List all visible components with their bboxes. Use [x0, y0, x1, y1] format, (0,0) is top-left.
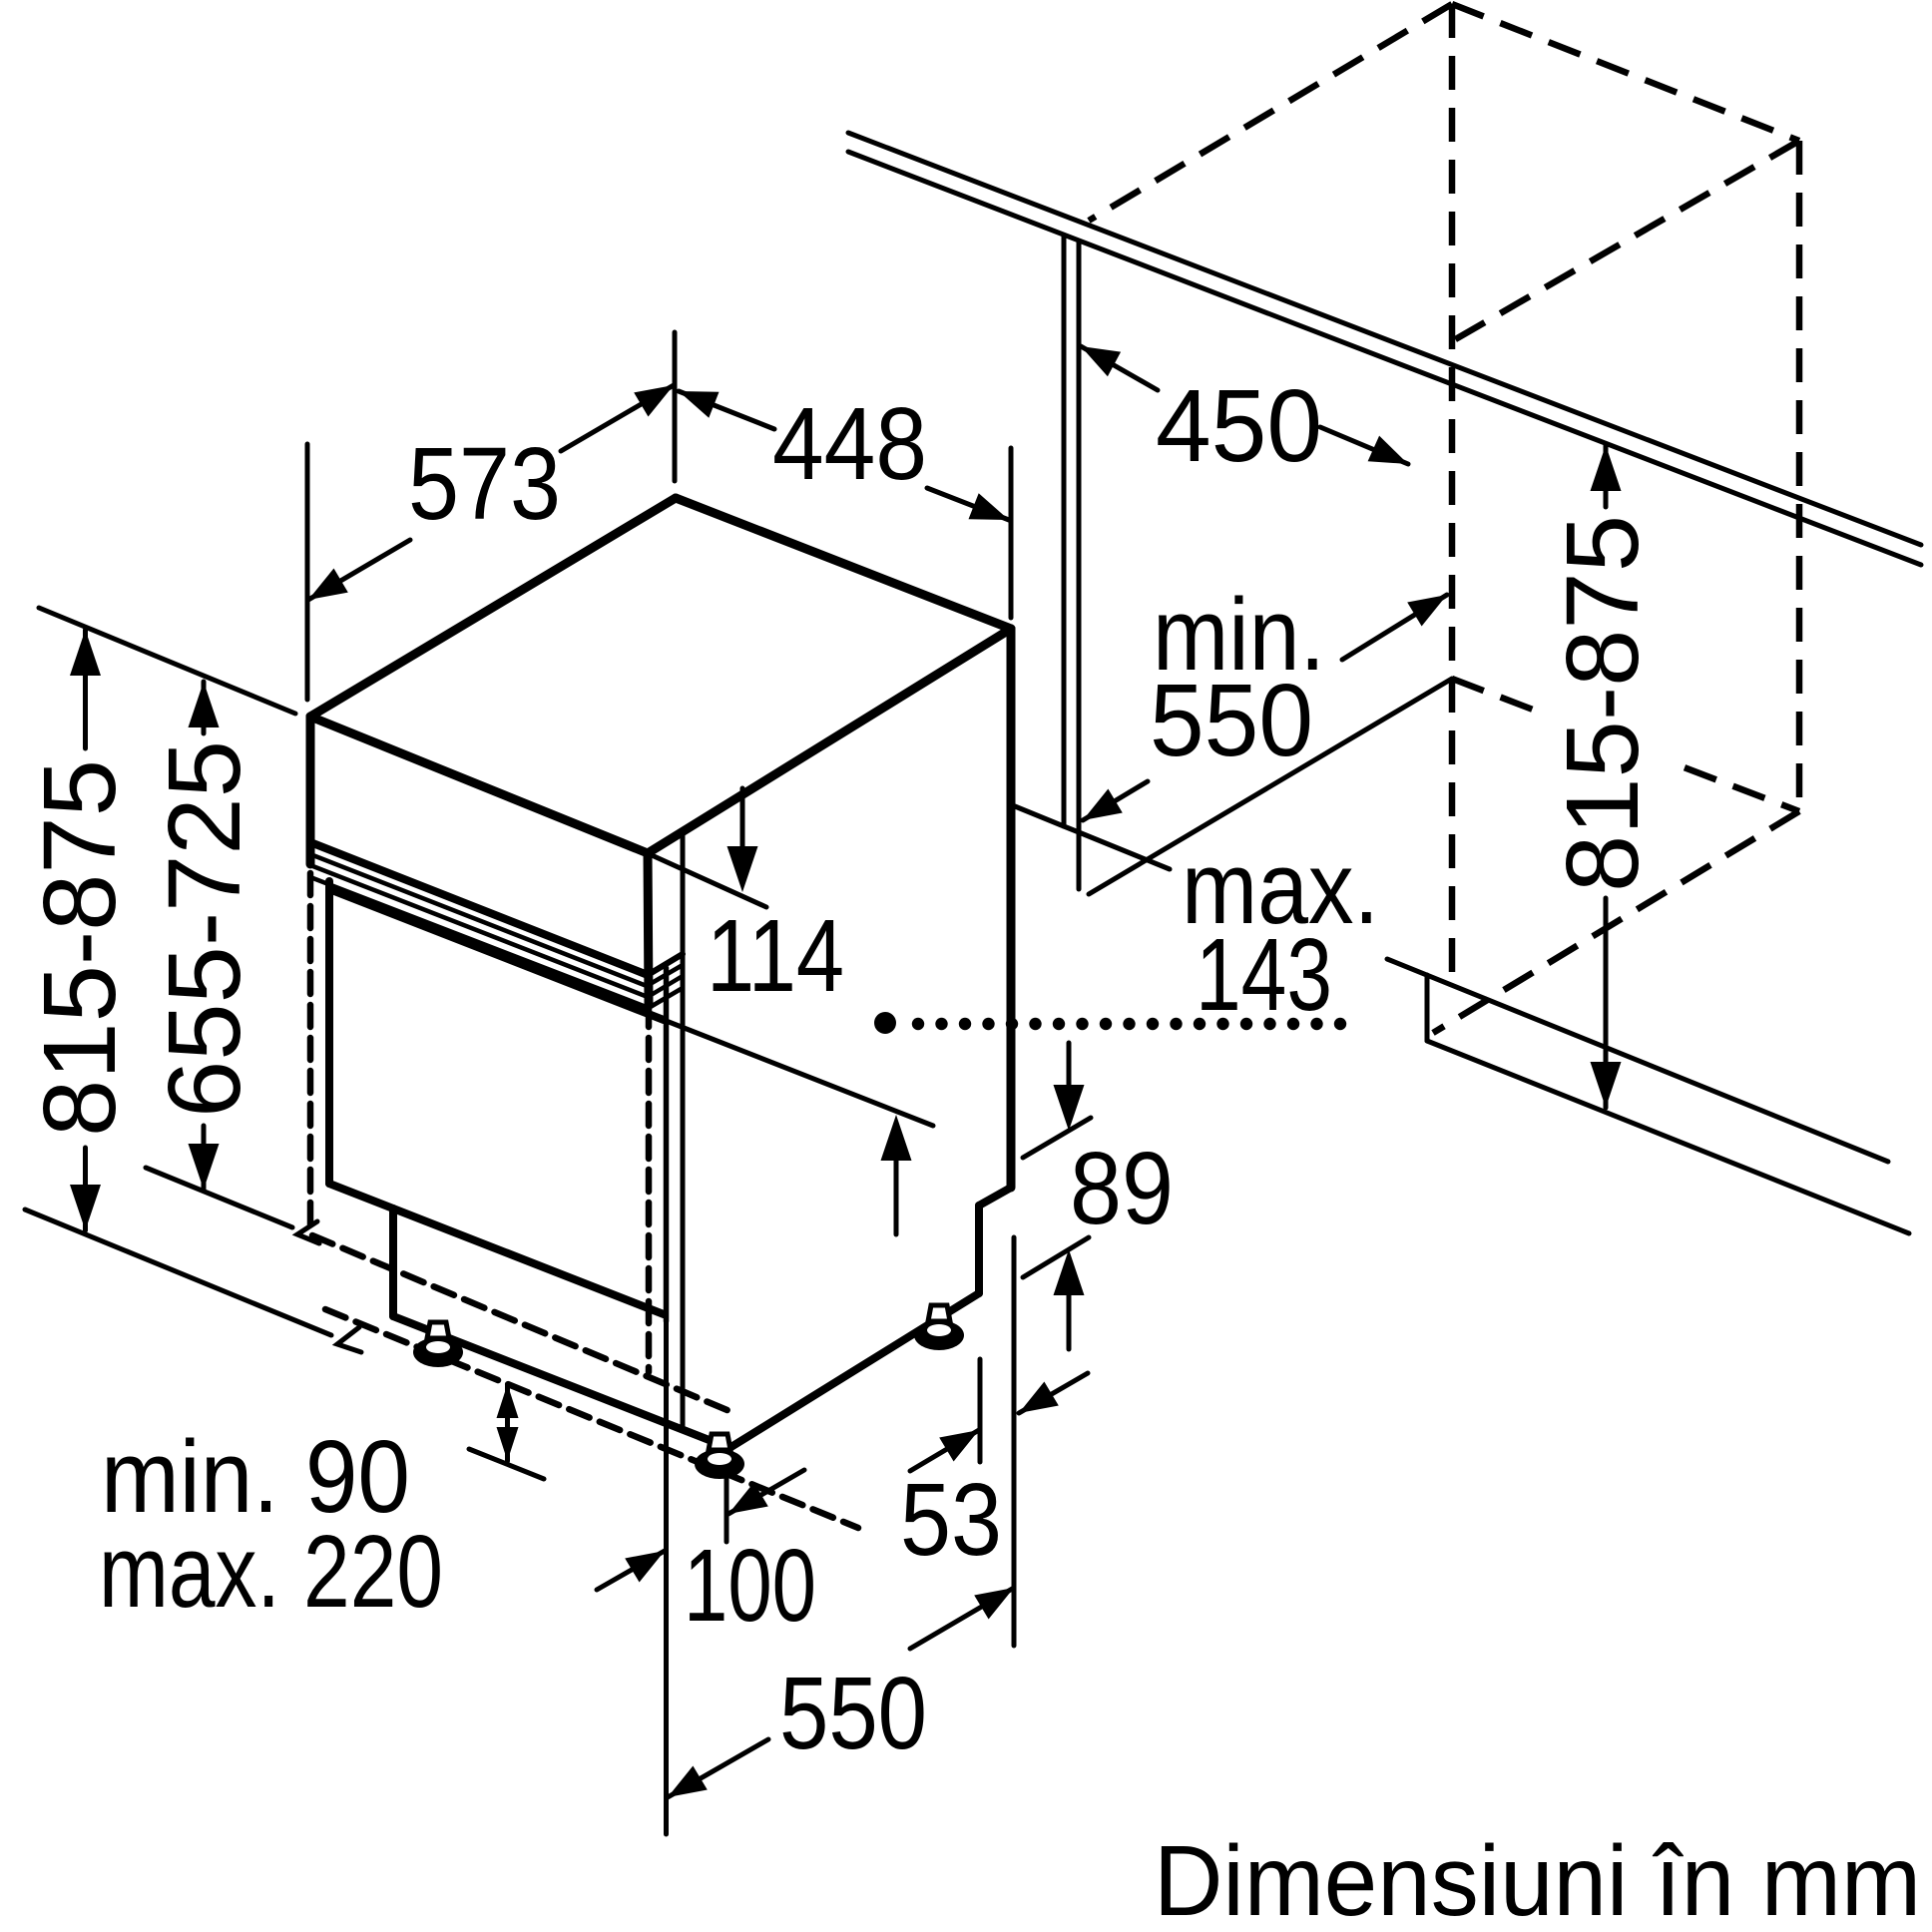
- svg-text:450: 450: [1156, 368, 1322, 483]
- svg-text:550: 550: [779, 1656, 927, 1770]
- svg-text:815-875: 815-875: [1545, 515, 1660, 892]
- svg-text:max. 220: max. 220: [99, 1514, 443, 1629]
- svg-text:655-725: 655-725: [147, 740, 261, 1118]
- svg-text:448: 448: [772, 386, 927, 501]
- svg-text:143: 143: [1196, 917, 1332, 1032]
- svg-text:53: 53: [900, 1462, 1002, 1577]
- svg-text:100: 100: [684, 1528, 816, 1643]
- svg-text:815-875: 815-875: [22, 759, 137, 1137]
- svg-text:89: 89: [1070, 1131, 1174, 1245]
- svg-text:550: 550: [1150, 663, 1313, 777]
- svg-text:573: 573: [408, 426, 561, 541]
- svg-text:114: 114: [707, 898, 844, 1013]
- svg-text:Dimensiuni în mm: Dimensiuni în mm: [1154, 1825, 1921, 1932]
- svg-text:min. 90: min. 90: [101, 1419, 410, 1534]
- svg-text:min.: min.: [1153, 577, 1325, 692]
- svg-text:max.: max.: [1182, 830, 1379, 945]
